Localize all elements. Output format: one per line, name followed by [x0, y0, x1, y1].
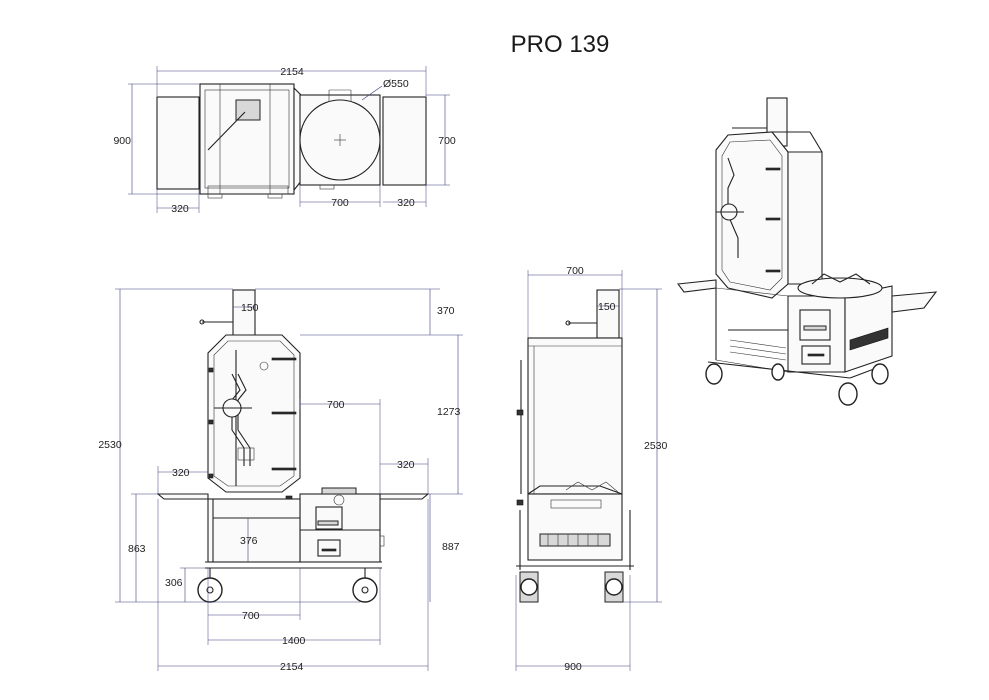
front-frame [207, 498, 301, 563]
side-firebox [527, 493, 623, 561]
side-chimney-width-label: 150 [598, 301, 616, 313]
top-right-shelf [382, 96, 427, 186]
top-overall-width-label: 2154 [280, 66, 304, 78]
top-firebox-width-label: 700 [331, 197, 349, 209]
front-chimney-height-label: 370 [437, 305, 455, 317]
iso-cabinet-side [787, 151, 823, 285]
front-overall-height-label: 2530 [98, 439, 122, 451]
side-chimney [596, 289, 620, 339]
front-opening-height-label: 376 [240, 535, 258, 547]
iso-wheel-back-left [771, 363, 785, 381]
front-work-height-label: 863 [128, 543, 146, 555]
front-right-shelf-label: 320 [397, 459, 415, 471]
top-right-depth-label: 700 [438, 135, 456, 147]
iso-wheel-back-right [871, 363, 889, 385]
front-chimney [232, 289, 256, 341]
front-left-shelf-label: 320 [172, 467, 190, 479]
iso-wheel-front-left [705, 363, 723, 385]
front-upper-width-label: 700 [327, 399, 345, 411]
iso-wheel-front-right [838, 382, 858, 406]
top-depth-label: 900 [113, 135, 131, 147]
front-smoker-cabinet [207, 334, 301, 493]
front-left-wheel [197, 568, 223, 603]
front-right-wheel [352, 568, 378, 603]
front-wheel-height-label: 306 [165, 577, 183, 589]
front-overall-width-label: 2154 [280, 661, 304, 673]
side-right-wheel [604, 571, 624, 603]
drawing-title: PRO 139 [511, 31, 610, 58]
iso-right-shelf [891, 291, 938, 313]
iso-left-shelf [676, 279, 717, 293]
side-bottom-width-label: 900 [564, 661, 582, 673]
side-view: 700 150 2530 900 [515, 265, 668, 673]
isometric-view [676, 97, 938, 406]
top-view: 2154 900 700 Ø550 320 700 320 [113, 66, 456, 215]
side-top-width-label: 700 [566, 265, 584, 277]
front-bottom-width-1-label: 700 [242, 610, 260, 622]
top-grate-diameter-label: Ø550 [383, 78, 409, 90]
top-right-shelf-label: 320 [397, 197, 415, 209]
top-left-shelf-label: 320 [171, 203, 189, 215]
side-overall-height-label: 2530 [644, 440, 668, 452]
side-cabinet [527, 337, 623, 495]
front-bottom-width-2-label: 1400 [282, 635, 306, 647]
front-right-shelf [379, 493, 430, 500]
side-left-wheel [519, 571, 539, 603]
front-cabinet-height-label: 1273 [437, 406, 461, 418]
front-right-height-label: 887 [442, 541, 460, 553]
top-left-shelf [156, 96, 200, 190]
front-chimney-width-label: 150 [241, 302, 259, 314]
front-left-shelf [156, 493, 209, 500]
front-view: 2530 150 370 700 1273 320 320 863 376 88… [98, 288, 463, 673]
